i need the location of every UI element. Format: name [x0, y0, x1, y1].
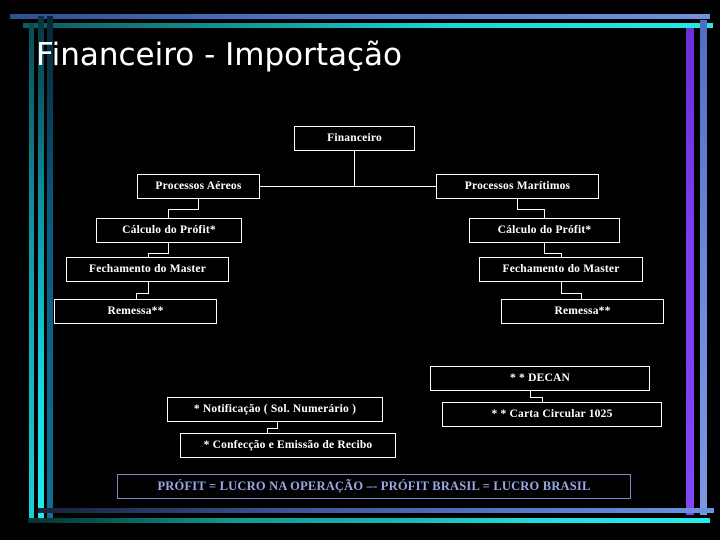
connector-aereos-1-v	[198, 198, 199, 210]
connector-notes-left-v2	[267, 428, 268, 434]
left-blue-border-stripe	[47, 16, 53, 519]
connector-root-stem	[354, 151, 355, 187]
node-aereos-fechamento-master[interactable]: Fechamento do Master	[66, 257, 229, 282]
node-processos-maritimos[interactable]: Processos Marítimos	[436, 174, 599, 199]
top-cyan-border-stripe	[23, 23, 713, 28]
page-title: Financeiro - Importação	[36, 37, 403, 73]
node-maritimos-fechamento-master[interactable]: Fechamento do Master	[479, 257, 643, 282]
connector-maritimos-1-v	[517, 198, 518, 210]
connector-aereos-1-v2	[168, 209, 169, 219]
node-decan[interactable]: * * DECAN	[430, 366, 650, 391]
node-maritimos-calculo-profit[interactable]: Cálculo do Prófit*	[469, 218, 620, 243]
connector-notes-right-v2	[542, 397, 543, 403]
node-carta-circular[interactable]: * * Carta Circular 1025	[442, 402, 662, 427]
right-purple-border-stripe	[686, 28, 694, 515]
node-processos-aereos[interactable]: Processos Aéreos	[137, 174, 260, 199]
bottom-cyan-border-stripe	[28, 518, 710, 523]
connector-maritimos-1-v2	[544, 209, 545, 219]
top-blue-border-stripe	[10, 14, 710, 19]
node-financeiro[interactable]: Financeiro	[294, 126, 415, 151]
connector-root-bus	[259, 186, 437, 187]
connector-aereos-2-v	[168, 242, 169, 254]
node-aereos-calculo-profit[interactable]: Cálculo do Prófit*	[96, 218, 242, 243]
connector-maritimos-2-h	[544, 253, 562, 254]
connector-maritimos-1-h	[517, 209, 545, 210]
node-notificacao[interactable]: * Notificação ( Sol. Numerário )	[167, 397, 383, 422]
connector-maritimos-3-v2	[581, 293, 582, 302]
connector-notes-left-h	[267, 428, 278, 429]
connector-aereos-3-h	[136, 293, 149, 294]
left-cyan-border-stripe	[38, 16, 44, 523]
connector-maritimos-3-v	[561, 282, 562, 294]
footer-legend-box[interactable]: PRÓFIT = LUCRO NA OPERAÇÃO –- PRÓFIT BRA…	[117, 474, 631, 499]
connector-aereos-3-v	[148, 282, 149, 294]
node-confeccao-recibo[interactable]: * Confecção e Emissão de Recibo	[180, 433, 396, 458]
connector-maritimos-2-v	[544, 242, 545, 254]
connector-notes-right-v	[530, 391, 531, 398]
bottom-blue-border-stripe	[38, 508, 714, 513]
node-aereos-remessa[interactable]: Remessa**	[54, 299, 217, 324]
connector-notes-left-v	[277, 422, 278, 429]
node-maritimos-remessa[interactable]: Remessa**	[501, 299, 664, 324]
right-cornflower-border-stripe	[700, 20, 707, 515]
connector-maritimos-3-h	[561, 293, 582, 294]
connector-aereos-3-v2	[136, 293, 137, 302]
connector-aereos-1-h	[168, 209, 199, 210]
connector-notes-right-h	[530, 397, 543, 398]
left-teal-border-stripe	[29, 23, 34, 518]
connector-aereos-2-h	[148, 253, 169, 254]
